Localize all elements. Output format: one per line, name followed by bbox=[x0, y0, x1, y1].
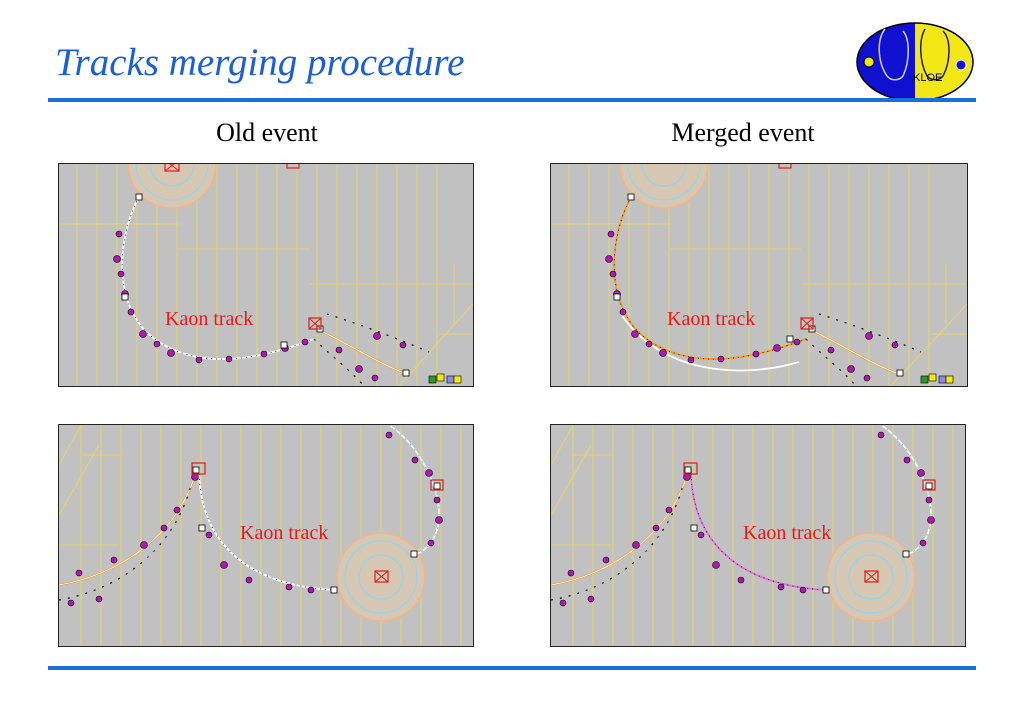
event-display-old-top: Kaon track bbox=[58, 163, 474, 387]
heading-merged-event: Merged event bbox=[671, 118, 815, 147]
beam-pipe-detector bbox=[336, 532, 426, 622]
heading-old-event: Old event bbox=[216, 118, 318, 147]
kaon-track-label: Kaon track bbox=[667, 308, 756, 330]
slide-title: Tracks merging procedure bbox=[55, 41, 465, 84]
event-display-merged-bottom: Kaon track bbox=[550, 424, 966, 647]
event-display-merged-top: Kaon track bbox=[550, 163, 968, 387]
beam-pipe-detector bbox=[826, 532, 916, 622]
event-display-old-bottom: Kaon track bbox=[58, 424, 474, 647]
top-rule bbox=[48, 98, 976, 102]
beam-pipe-detector bbox=[127, 164, 217, 209]
kaon-track-label: Kaon track bbox=[165, 308, 254, 330]
bottom-rule bbox=[48, 666, 976, 670]
kloe-logo: KLOE bbox=[855, 21, 975, 108]
beam-pipe-detector bbox=[619, 164, 709, 209]
logo-text: KLOE bbox=[913, 72, 942, 84]
kaon-track-label: Kaon track bbox=[240, 522, 329, 544]
kaon-track-label: Kaon track bbox=[743, 522, 832, 544]
